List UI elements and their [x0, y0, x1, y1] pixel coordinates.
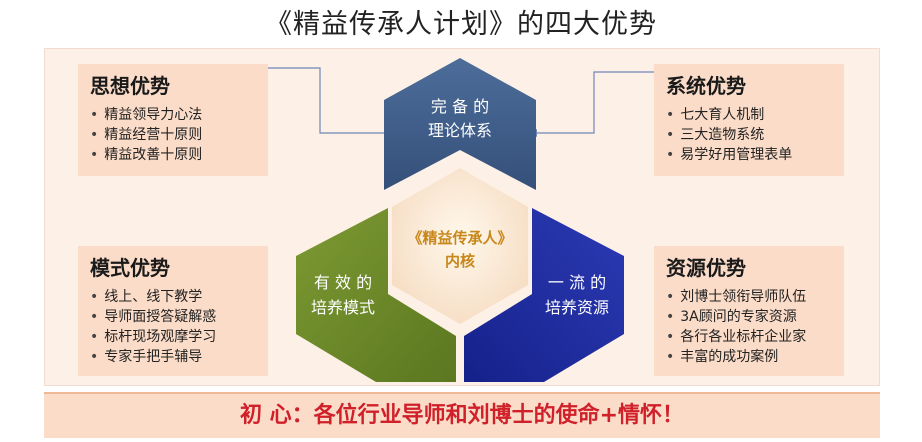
list-item: 刘博士领衔导师队伍 [666, 287, 834, 307]
core-line2: 内核 [445, 252, 475, 270]
connector-arrow-right [537, 71, 654, 134]
list-item: 导师面授答疑解惑 [90, 307, 258, 327]
theory-system-block [384, 58, 536, 190]
thinking-advantage-box: 思想优势 精益领导力心法 精益经营十原则 精益改善十原则 [78, 64, 268, 176]
list-item: 3A顾问的专家资源 [666, 307, 834, 327]
box-title: 系统优势 [666, 74, 746, 98]
core-hexagon [392, 168, 528, 324]
box-title: 思想优势 [90, 74, 170, 98]
list-item: 精益改善十原则 [90, 145, 258, 165]
list-item: 标杆现场观摩学习 [90, 327, 258, 347]
list-item: 专家手把手辅导 [90, 347, 258, 367]
list-item: 线上、线下教学 [90, 287, 258, 307]
right-block-line1: 一 流 的 [548, 273, 606, 292]
system-advantage-box: 系统优势 七大育人机制 三大造物系统 易学好用管理表单 [654, 64, 844, 176]
training-mode-block [296, 208, 456, 382]
mission-banner: 初 心：各位行业导师和刘博士的使命+情怀！ [44, 392, 880, 438]
left-block-line1: 有 效 的 [314, 273, 372, 292]
list-item: 易学好用管理表单 [666, 145, 834, 165]
box-title: 资源优势 [666, 256, 746, 280]
resource-advantage-box: 资源优势 刘博士领衔导师队伍 3A顾问的专家资源 各行各业标杆企业家 丰富的成功… [654, 246, 844, 376]
connector-arrow-left [268, 67, 384, 134]
list-item: 丰富的成功案例 [666, 347, 834, 367]
list-item: 七大育人机制 [666, 105, 834, 125]
left-block-line2: 培养模式 [311, 298, 375, 317]
box-title: 模式优势 [90, 256, 170, 280]
right-block-line2: 培养资源 [545, 298, 609, 317]
mode-advantage-box: 模式优势 线上、线下教学 导师面授答疑解惑 标杆现场观摩学习 专家手把手辅导 [78, 246, 268, 376]
list-item: 精益经营十原则 [90, 125, 258, 145]
page-title: 《精益传承人计划》的四大优势 [265, 9, 657, 40]
top-block-line2: 理论体系 [428, 121, 492, 140]
training-resource-block [464, 208, 624, 382]
list-item: 精益领导力心法 [90, 105, 258, 125]
list-item: 三大造物系统 [666, 125, 834, 145]
core-line1: 《精益传承人》 [407, 229, 512, 247]
top-block-line1: 完 备 的 [431, 97, 489, 116]
list-item: 各行各业标杆企业家 [666, 327, 834, 347]
